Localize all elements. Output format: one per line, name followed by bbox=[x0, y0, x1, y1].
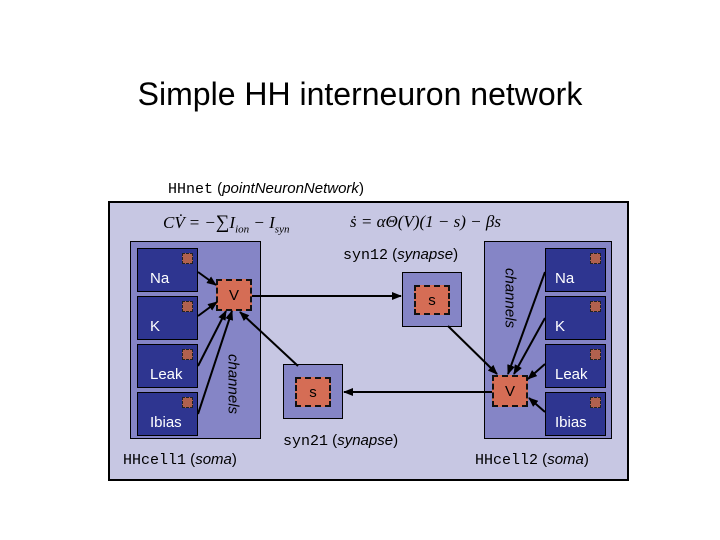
channel-label: Na bbox=[555, 270, 575, 287]
slide-title: Simple HH interneuron network bbox=[137, 76, 583, 112]
channel-label: Ibias bbox=[555, 414, 587, 431]
channel-label: Na bbox=[150, 270, 170, 287]
channel-leak-cell2[interactable]: Leak bbox=[545, 344, 606, 388]
gate-icon bbox=[182, 397, 193, 408]
voltage-node-cell1[interactable]: V bbox=[216, 279, 252, 311]
network-type: pointNeuronNetwork bbox=[222, 180, 359, 197]
synapse-equation: ṡ = αΘ(V)(1 − s) − βs bbox=[350, 212, 501, 231]
eq-lhs: CV̇ = − bbox=[163, 213, 216, 232]
cell1-name: HHcell1 bbox=[123, 452, 187, 469]
eq-isyn: I bbox=[269, 213, 275, 232]
arrow-ibias-to-v2 bbox=[528, 397, 546, 413]
eq-iion-sub: ion bbox=[235, 223, 250, 236]
gate-icon bbox=[182, 349, 193, 360]
channel-label: K bbox=[150, 318, 161, 335]
channel-leak-cell1[interactable]: Leak bbox=[137, 344, 198, 388]
network-label: HHnet (pointNeuronNetwork) bbox=[168, 180, 364, 198]
syn12-label: syn12 (synapse) bbox=[343, 246, 459, 264]
channel-label: Ibias bbox=[150, 414, 182, 431]
syn21-type: synapse bbox=[337, 432, 394, 449]
voltage-equation: CV̇ = −∑Iion − Isyn bbox=[163, 212, 289, 235]
cell2-label: HHcell2 (soma) bbox=[475, 451, 589, 469]
synapse-syn21[interactable]: s bbox=[283, 364, 343, 419]
gate-icon bbox=[590, 397, 601, 408]
gate-icon bbox=[182, 253, 193, 264]
arrow-syn12-to-v2 bbox=[447, 325, 498, 375]
eq-minus: − bbox=[249, 213, 270, 232]
cell1-label: HHcell1 (soma) bbox=[123, 451, 237, 469]
arrow-ibias-to-v1 bbox=[197, 310, 233, 415]
voltage-node-cell2[interactable]: V bbox=[492, 375, 528, 407]
channel-k-cell1[interactable]: K bbox=[137, 296, 198, 340]
syn21-name: syn21 bbox=[283, 433, 329, 450]
channel-ibias-cell1[interactable]: Ibias bbox=[137, 392, 198, 436]
arrow-k-to-v1 bbox=[197, 301, 218, 317]
channel-label: K bbox=[555, 318, 566, 335]
gate-icon bbox=[590, 253, 601, 264]
channel-ibias-cell2[interactable]: Ibias bbox=[545, 392, 606, 436]
syn12-name: syn12 bbox=[343, 247, 389, 264]
syn21-state: s bbox=[295, 377, 331, 407]
arrow-syn21-to-v1 bbox=[239, 311, 299, 367]
channel-k-cell2[interactable]: K bbox=[545, 296, 606, 340]
cell2-name: HHcell2 bbox=[475, 452, 539, 469]
eq-isyn-sub: syn bbox=[274, 223, 290, 236]
gate-icon bbox=[590, 301, 601, 312]
arrow-leak-to-v2 bbox=[527, 363, 546, 380]
arrow-leak-to-v1 bbox=[197, 310, 227, 367]
channel-label: Leak bbox=[555, 366, 588, 383]
eq-sum: ∑ bbox=[215, 212, 230, 233]
arrow-k-to-v2 bbox=[513, 317, 546, 375]
synapse-syn12[interactable]: s bbox=[402, 272, 462, 327]
arrow-na-to-v1 bbox=[197, 271, 217, 286]
gate-icon bbox=[590, 349, 601, 360]
cell2-type: soma bbox=[547, 451, 584, 468]
gate-icon bbox=[182, 301, 193, 312]
eq-iion: I bbox=[229, 213, 236, 232]
channel-na-cell2[interactable]: Na bbox=[545, 248, 606, 292]
network-name: HHnet bbox=[168, 181, 214, 198]
syn12-type: synapse bbox=[397, 246, 454, 263]
cell1-type: soma bbox=[195, 451, 232, 468]
channel-label: Leak bbox=[150, 366, 183, 383]
arrow-na-to-v2 bbox=[507, 271, 546, 375]
syn12-state: s bbox=[414, 285, 450, 315]
syn21-label: syn21 (synapse) bbox=[283, 432, 399, 450]
channel-na-cell1[interactable]: Na bbox=[137, 248, 198, 292]
